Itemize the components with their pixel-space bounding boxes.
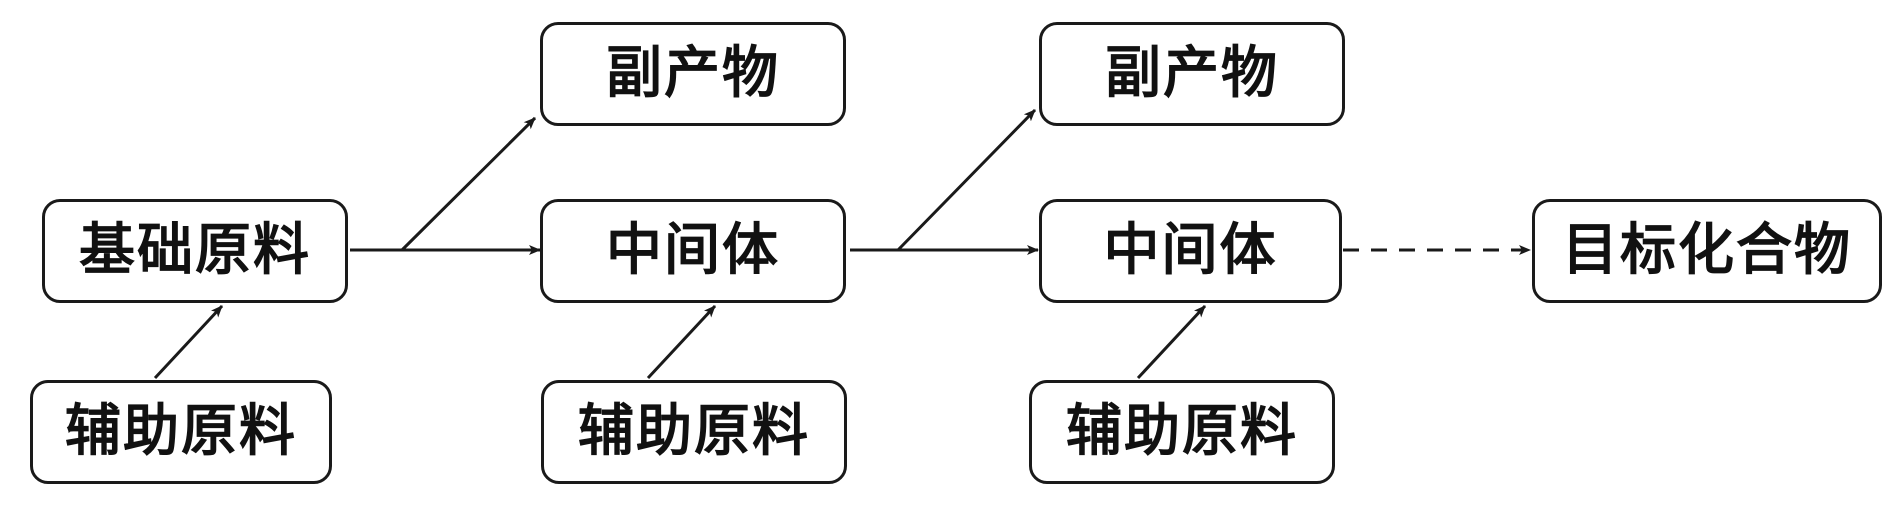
node-aux-material-3: 辅助原料 (1029, 380, 1335, 484)
node-intermediate-2: 中间体 (1039, 199, 1342, 303)
node-target-compound: 目标化合物 (1532, 199, 1882, 303)
arrow-aux3-to-intermediate2 (1136, 304, 1207, 380)
node-byproduct-2: 副产物 (1039, 22, 1345, 126)
node-aux-material-2: 辅助原料 (541, 380, 847, 484)
node-aux-material-1: 辅助原料 (30, 380, 332, 484)
arrow-aux2-to-intermediate1 (646, 304, 717, 380)
node-byproduct-1: 副产物 (540, 22, 846, 126)
node-base-material: 基础原料 (42, 199, 348, 303)
arrow-branch-to-byproduct2 (896, 108, 1037, 252)
arrow-branch-to-byproduct1 (400, 116, 537, 252)
arrow-aux1-to-base (153, 304, 224, 380)
node-intermediate-1: 中间体 (540, 199, 846, 303)
